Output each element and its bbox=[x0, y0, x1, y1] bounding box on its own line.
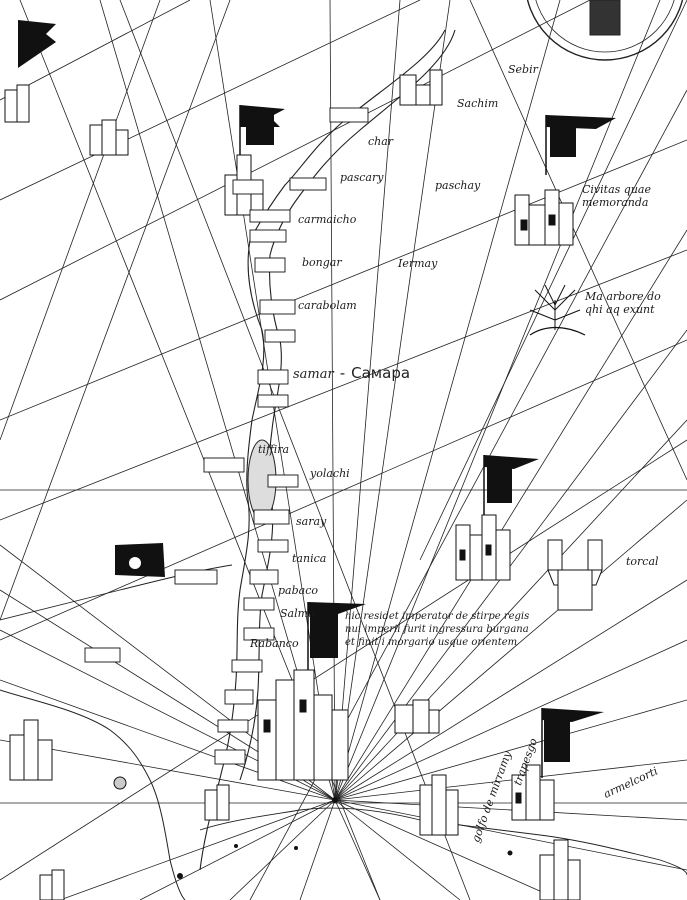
castle bbox=[547, 539, 603, 611]
compass-center bbox=[332, 797, 338, 803]
castle bbox=[204, 784, 230, 821]
place-label-saray: saray bbox=[296, 515, 327, 528]
castle bbox=[419, 774, 459, 836]
flag bbox=[545, 115, 616, 175]
flag bbox=[483, 455, 539, 525]
castle bbox=[394, 699, 440, 734]
samara-latin: samar bbox=[293, 367, 334, 382]
legend-civitas: Civitas quae memoranda bbox=[582, 183, 651, 209]
place-label-pabaco: pabaco bbox=[278, 584, 318, 597]
legend-line: Civitas quae bbox=[582, 183, 651, 196]
samara-label: samar-Самара bbox=[293, 364, 410, 382]
towns bbox=[4, 69, 603, 900]
castle bbox=[4, 84, 30, 123]
legend-line: nui imperii furit ingressura burgana bbox=[345, 624, 529, 635]
samara-cyrillic: Самара bbox=[351, 364, 411, 382]
place-label-torcal: torcal bbox=[626, 555, 659, 568]
flag bbox=[115, 543, 165, 577]
castle bbox=[257, 669, 349, 781]
flag bbox=[239, 105, 285, 170]
legend-line: memoranda bbox=[582, 196, 649, 209]
castle bbox=[89, 119, 129, 156]
legend-imperator: hic residet imperator de stirpe regis nu… bbox=[345, 610, 529, 649]
castle bbox=[455, 514, 511, 581]
flag bbox=[307, 602, 366, 692]
castle bbox=[539, 839, 581, 900]
place-label-iermay: Iermay bbox=[398, 257, 438, 270]
label-separator: - bbox=[339, 364, 346, 382]
legend-line: hic residet imperator de stirpe regis bbox=[345, 611, 530, 622]
place-label-tanica: tanica bbox=[292, 552, 327, 565]
castle bbox=[514, 189, 574, 246]
place-label-carmaicho: carmaicho bbox=[298, 213, 357, 226]
place-label-paschay: paschay bbox=[435, 179, 481, 192]
coastline-south bbox=[199, 807, 687, 876]
river-towns bbox=[84, 107, 369, 765]
flags bbox=[18, 20, 616, 778]
legend-line: Ma arbore do bbox=[585, 290, 661, 303]
city-dots bbox=[113, 776, 513, 879]
legend-line: et finit i morgario usque orientem bbox=[345, 637, 518, 648]
castle bbox=[399, 69, 443, 106]
legend-arbor: Ma arbore do qhi aq exunt bbox=[585, 290, 661, 316]
place-label-sachim: Sachim bbox=[457, 97, 499, 110]
castle bbox=[511, 764, 555, 821]
legend-line: qhi aq exunt bbox=[585, 303, 655, 316]
place-label-sebir: Sebir bbox=[508, 63, 538, 76]
compass-rose bbox=[526, 0, 684, 61]
flag bbox=[18, 20, 56, 68]
tree bbox=[529, 284, 586, 336]
place-label-rabanco: Rabanco bbox=[250, 637, 299, 650]
place-label-salmo: Salmo bbox=[280, 607, 315, 620]
coastline bbox=[0, 689, 186, 900]
castle bbox=[39, 869, 65, 900]
place-label-yolachi: yolachi bbox=[310, 467, 350, 480]
place-label-carabolam: carabolam bbox=[298, 299, 357, 312]
castle bbox=[9, 719, 53, 781]
place-label-tiffira: tiffira bbox=[258, 443, 290, 456]
flag bbox=[541, 708, 604, 778]
place-label-bongar: bongar bbox=[302, 256, 342, 269]
place-label-char: char bbox=[368, 135, 394, 148]
place-label-pascary: pascary bbox=[340, 171, 384, 184]
